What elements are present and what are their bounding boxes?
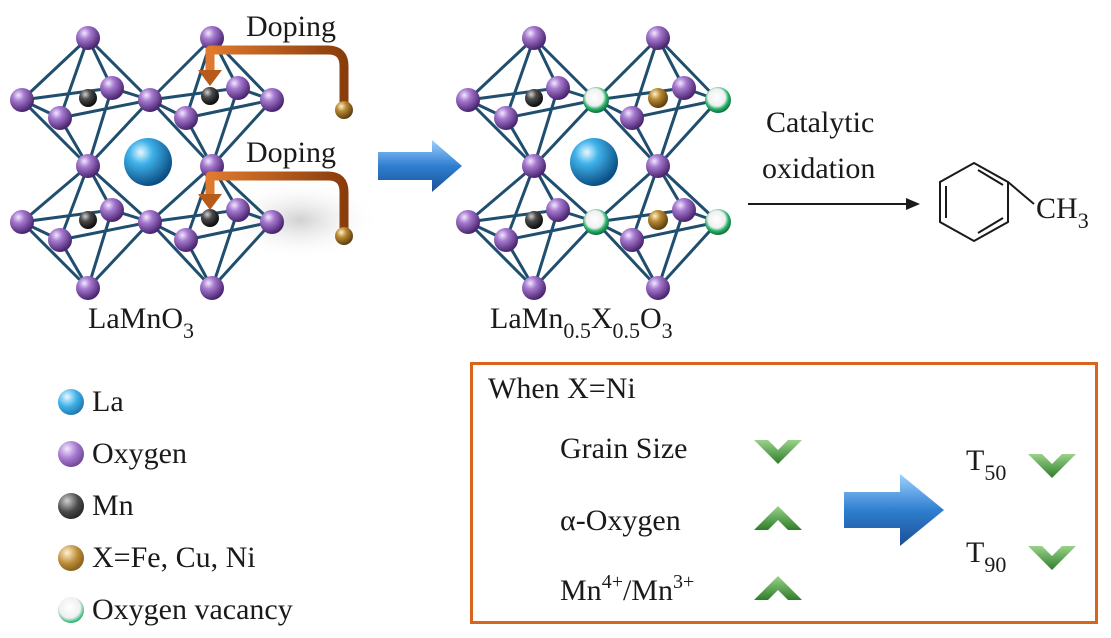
legend-item-mn: Mn (58, 480, 293, 532)
legend-item-vacancy: Oxygen vacancy (58, 584, 293, 636)
transform-arrow (378, 140, 462, 192)
crystal-right: LaMn0.5X0.5O3 (456, 26, 731, 343)
doping-arrow-bottom (205, 171, 349, 233)
crystal-left: Doping Doping LaMnO3 (10, 10, 380, 343)
summary-title: When X=Ni (488, 372, 636, 405)
legend-item-dopant: X=Fe, Cu, Ni (58, 532, 293, 584)
chevron-up-icon (754, 576, 802, 600)
catalytic-label: Catalytic (766, 106, 874, 139)
chevron-down-icon (754, 440, 802, 464)
legend-item-oxygen: Oxygen (58, 428, 293, 480)
summary: When X=Ni Grain Size α-Oxygen Mn4+/Mn3+ … (488, 372, 1076, 607)
legend: La Oxygen Mn X=Fe, Cu, Ni Oxygen vacancy (58, 376, 293, 636)
lamnxo3-label: LaMn0.5X0.5O3 (490, 302, 673, 343)
doping-arrow-top (205, 45, 349, 109)
result-arrow (844, 474, 944, 546)
property-grain-size: Grain Size (560, 432, 687, 465)
property-alpha-oxygen: α-Oxygen (560, 504, 681, 537)
vacancy-ball-icon (58, 597, 84, 623)
la-ball-icon (58, 389, 84, 415)
property-mn-ratio: Mn4+/Mn3+ (560, 571, 694, 607)
doping-label-bottom: Doping (246, 136, 336, 169)
chevron-down-icon (1028, 546, 1076, 570)
summary-box (470, 362, 1098, 624)
dopant-ball-icon (58, 545, 84, 571)
doping-label-top: Doping (246, 10, 336, 43)
oxidation-label: oxidation (762, 152, 875, 185)
chevron-up-icon (754, 506, 802, 530)
oxygen-ball-icon (58, 441, 84, 467)
legend-item-la: La (58, 376, 293, 428)
lamno3-label: LaMnO3 (88, 302, 194, 343)
chevron-down-icon (1028, 454, 1076, 478)
mn-ball-icon (58, 493, 84, 519)
ch3-label: CH3 (1036, 192, 1089, 233)
t90-label: T90 (966, 536, 1006, 577)
t50-label: T50 (966, 444, 1006, 485)
reaction: Catalytic oxidation CH3 (748, 106, 1089, 243)
toluene-icon (939, 161, 1035, 243)
